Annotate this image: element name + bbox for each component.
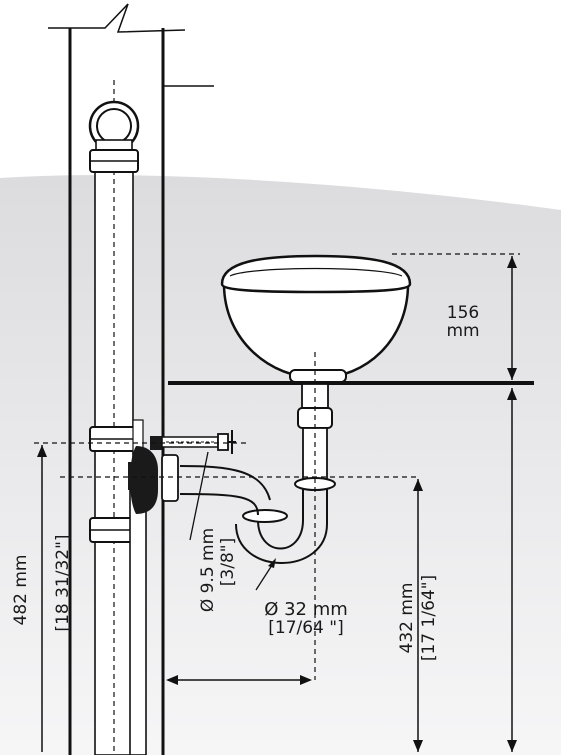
supply-pipe: [88, 80, 140, 755]
vessel-basin: [220, 254, 412, 383]
supply-height-metric: 482 mm: [11, 555, 31, 626]
wall-drain-pipe: [129, 419, 147, 755]
dimension-lines: [34, 253, 520, 752]
basin-height-unit: mm: [446, 321, 479, 341]
drain-height-metric: 432 mm: [397, 583, 417, 654]
drain-diameter-metric: Ø 32 mm: [264, 599, 348, 620]
drain-height-imperial: [17 1/64"]: [419, 575, 439, 661]
drain-diameter-imperial: [17/64 "]: [268, 618, 343, 638]
stop-valve: [150, 430, 236, 454]
supply-height-imperial: [18 31/32"]: [53, 534, 73, 631]
wall-fitting: [128, 446, 179, 514]
supply-line-metric: Ø 9.5 mm: [198, 528, 218, 612]
wall: [48, 3, 214, 755]
basin-height-value: 156: [447, 303, 479, 323]
supply-line-imperial: [3/8"]: [218, 538, 238, 586]
p-trap: [179, 352, 336, 680]
